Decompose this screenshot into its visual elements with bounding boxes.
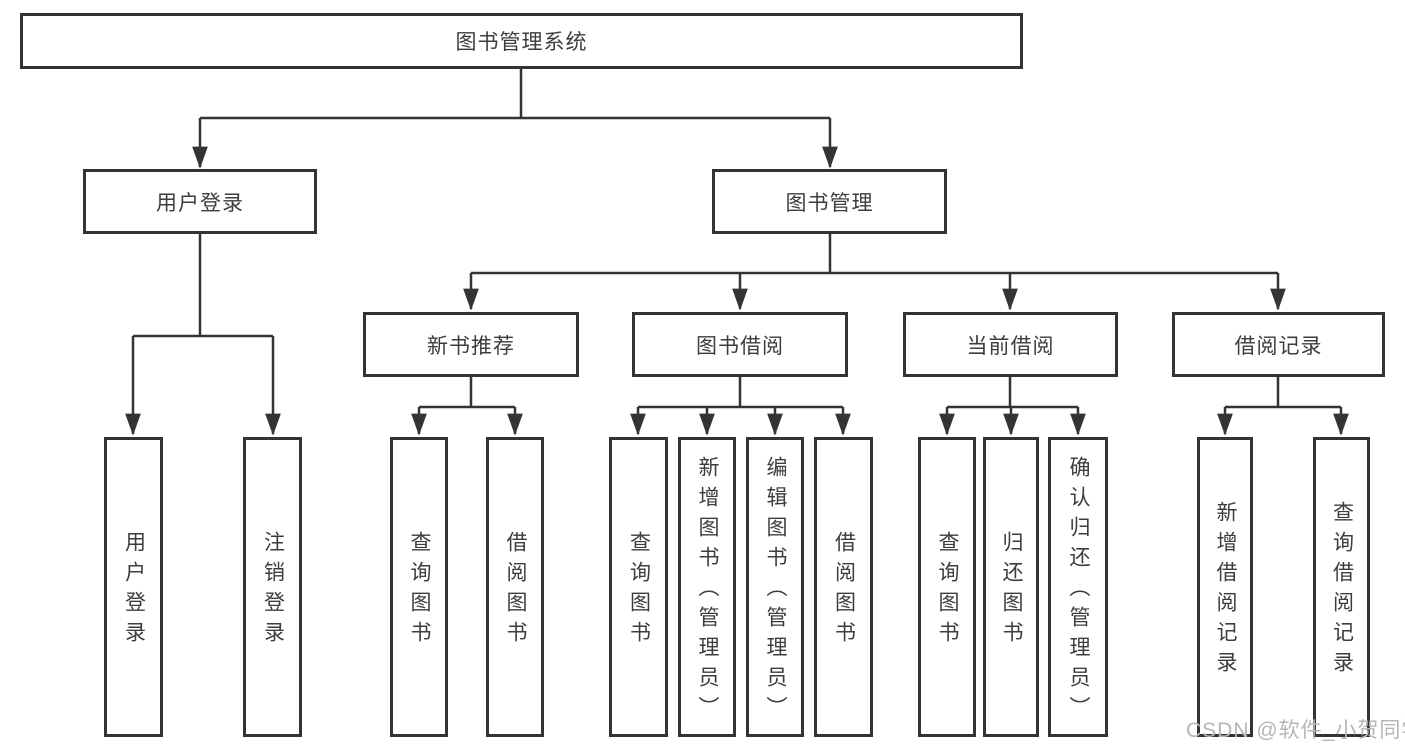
node-logout: 注销登录 [243, 437, 302, 737]
node-add-book-admin: 新增图书（管理员） [678, 437, 736, 737]
node-label: 借阅记录 [1234, 334, 1323, 358]
node-edit-book-admin: 编辑图书（管理员） [746, 437, 804, 737]
node-current-search-books: 查询图书 [918, 437, 976, 737]
node-label: 图书管理 [785, 191, 874, 215]
connector-book-borrowing-trunk [638, 377, 843, 409]
node-label: 当前借阅 [966, 334, 1055, 358]
node-label: 图书管理系统 [455, 31, 588, 54]
node-book-management: 图书管理 [712, 169, 947, 234]
node-add-borrow-record: 新增借阅记录 [1197, 437, 1253, 737]
connector-current-borrowing-trunk [947, 377, 1078, 409]
node-recommend-search-books: 查询图书 [390, 437, 448, 737]
node-label: 查询图书 [627, 531, 651, 651]
node-label: 新书推荐 [427, 334, 515, 358]
connector-root-trunk [200, 68, 830, 120]
node-label: 注销登录 [261, 531, 285, 651]
node-label: 图书借阅 [696, 334, 784, 358]
node-label: 用户登录 [122, 531, 146, 651]
node-label: 用户登录 [156, 191, 244, 215]
node-label: 查询图书 [936, 531, 959, 651]
node-search-borrow-record: 查询借阅记录 [1313, 437, 1370, 737]
node-confirm-return-admin: 确认归还（管理员） [1048, 437, 1108, 737]
node-label: 借阅图书 [832, 531, 856, 651]
node-user-login-leaf: 用户登录 [104, 437, 163, 737]
watermark: CSDN @软件_小贺同学 [1186, 719, 1405, 742]
node-library-system: 图书管理系统 [20, 13, 1023, 69]
node-label: 查询借阅记录 [1330, 501, 1354, 681]
node-label: 借阅图书 [504, 531, 527, 651]
node-label: 新增借阅记录 [1214, 501, 1237, 681]
node-label: 新增图书（管理员） [696, 456, 719, 726]
node-label: 确认归还（管理员） [1067, 456, 1090, 726]
node-recommend-borrow-books: 借阅图书 [486, 437, 544, 737]
connector-book-management-trunk [471, 234, 1278, 275]
node-borrowing-search-books: 查询图书 [609, 437, 668, 737]
node-borrowing-borrow-books: 借阅图书 [814, 437, 873, 737]
node-label: 编辑图书（管理员） [764, 456, 787, 726]
node-new-book-recommendation: 新书推荐 [363, 312, 579, 377]
node-label: 归还图书 [1000, 531, 1023, 651]
node-current-borrowing: 当前借阅 [903, 312, 1118, 377]
connector-new-book-trunk [419, 377, 515, 409]
node-return-books: 归还图书 [983, 437, 1039, 737]
node-book-borrowing: 图书借阅 [632, 312, 848, 377]
node-borrowing-records: 借阅记录 [1172, 312, 1385, 377]
connector-user-login-trunk [133, 233, 273, 338]
connector-borrowing-records-trunk [1225, 377, 1341, 409]
node-label: 查询图书 [408, 531, 431, 651]
node-user-login: 用户登录 [83, 169, 317, 234]
